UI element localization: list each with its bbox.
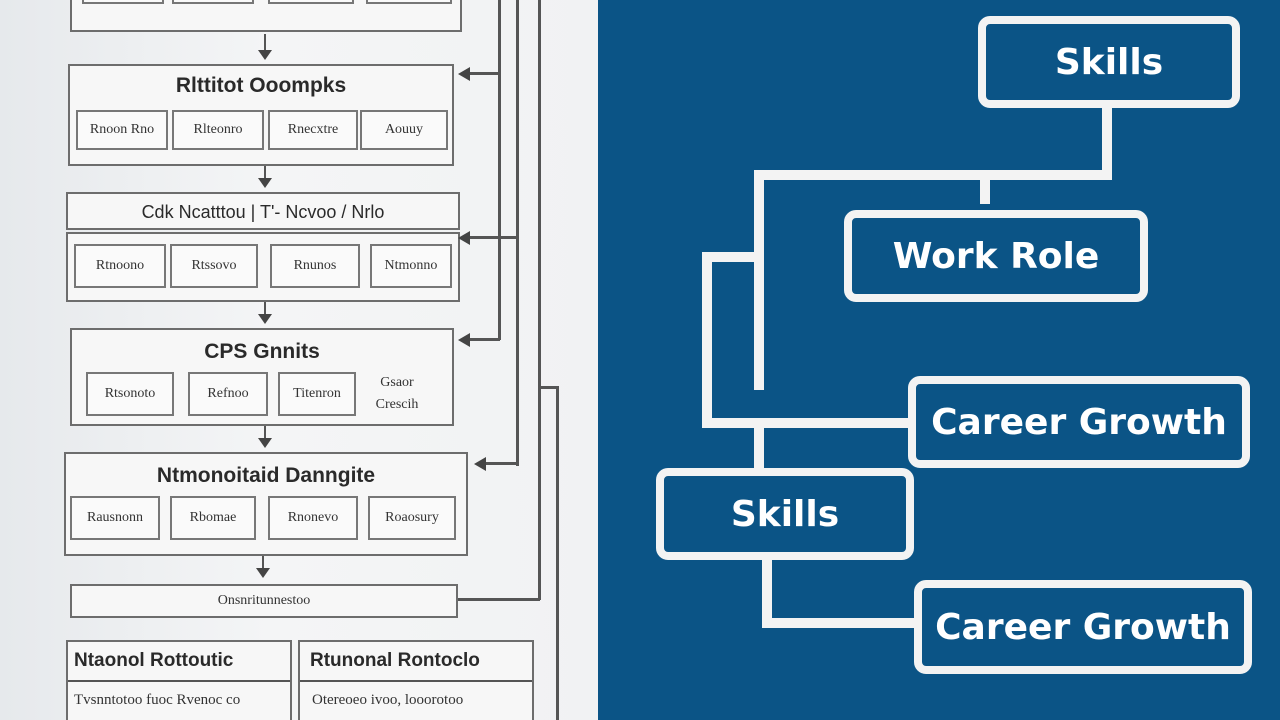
bottom-box-1: Ntaonol Rottoutic Tvsnntotoo fuoc Rvenoc… <box>66 640 292 720</box>
divider <box>68 680 290 682</box>
connector <box>754 424 764 476</box>
divider <box>300 680 532 682</box>
section-4-title: Ntmonoitaid Danngite <box>156 464 376 487</box>
section-3-note: Gsaor Crescih <box>375 375 419 412</box>
section-2-item: Ntmonno <box>370 244 452 288</box>
section-2-item: Rtnoono <box>74 244 166 288</box>
feedback-line <box>538 0 541 600</box>
feedback-line <box>498 0 501 340</box>
section-1-item: Rnecxtre <box>268 110 358 150</box>
section-4-item: Rbomae <box>170 496 256 540</box>
connector <box>702 252 712 428</box>
bottom-box-2-title: Rtunonal Rontoclo <box>310 650 480 671</box>
down-arrow-line <box>264 166 266 178</box>
down-arrow-line <box>264 302 266 314</box>
section-4-box: Ntmonoitaid Danngite Rausnonn Rbomae Rno… <box>64 452 468 556</box>
top-item-1 <box>82 0 164 4</box>
connector <box>754 170 1112 180</box>
connector <box>762 554 772 628</box>
section-4-item: Rausnonn <box>70 496 160 540</box>
left-arrow-icon <box>474 457 486 471</box>
section-2-title: Cdk Ncatttou | T'- Ncvoo / Nrlo <box>141 202 385 222</box>
down-arrow-icon <box>258 438 272 448</box>
top-item-2 <box>172 0 254 4</box>
top-item-4 <box>366 0 452 4</box>
bottom-box-2-text: Otereoeo ivoo, looorotoo <box>312 692 464 708</box>
bottom-box-1-title: Ntaonol Rottoutic <box>74 650 234 671</box>
section-2-item: Rnunos <box>270 244 360 288</box>
feedback-arrow-line <box>470 338 500 341</box>
section-3-title: CPS Gnnits <box>204 340 320 363</box>
section-1-item: Rlteonro <box>172 110 264 150</box>
feedback-arrow-line <box>470 236 518 239</box>
feedback-line <box>516 0 519 466</box>
section-4-item: Roaosury <box>368 496 456 540</box>
section-2-header-box: Cdk Ncatttou | T'- Ncvoo / Nrlo <box>66 192 460 230</box>
connector <box>702 252 758 262</box>
section-2-box: Rtnoono Rtssovo Rnunos Ntmonno <box>66 232 460 302</box>
section-3-item: Titenron <box>278 372 356 416</box>
down-arrow-line <box>262 556 264 568</box>
connector <box>754 170 764 390</box>
feedback-arrow-line <box>470 72 500 75</box>
section-1-title: Rlttitot Ooompks <box>175 74 347 97</box>
section-2-item: Rtssovo <box>170 244 258 288</box>
down-arrow-icon <box>256 568 270 578</box>
left-arrow-icon <box>458 333 470 347</box>
left-arrow-icon <box>458 67 470 81</box>
section-3-item: Rtsonoto <box>86 372 174 416</box>
connector <box>1102 104 1112 178</box>
skills-node-top: Skills <box>978 16 1240 108</box>
footer-box: Onsnritunnestoo <box>70 584 458 618</box>
feedback-arrow-line <box>458 598 540 601</box>
section-3-item: Refnoo <box>188 372 268 416</box>
section-4-item: Rnonevo <box>268 496 358 540</box>
feedback-arrow-line <box>486 462 518 465</box>
footer-label: Onsnritunnestoo <box>217 593 311 608</box>
connector <box>980 178 990 204</box>
section-3-box: CPS Gnnits Rtsonoto Refnoo Titenron Gsao… <box>70 328 454 426</box>
bottom-box-1-text: Tvsnntotoo fuoc Rvenoc co <box>74 692 241 708</box>
feedback-arrow-line <box>540 386 558 389</box>
section-1-item: Rnoon Rno <box>76 110 168 150</box>
down-arrow-icon <box>258 178 272 188</box>
down-arrow-line <box>264 426 266 438</box>
top-item-3 <box>268 0 354 4</box>
section-1-box: Rlttitot Ooompks Rnoon Rno Rlteonro Rnec… <box>68 64 454 166</box>
bottom-box-2: Rtunonal Rontoclo Otereoeo ivoo, looorot… <box>298 640 534 720</box>
work-role-node: Work Role <box>844 210 1148 302</box>
section-1-item: Aouuy <box>360 110 448 150</box>
career-growth-node-2: Career Growth <box>914 580 1252 674</box>
left-arrow-icon <box>458 231 470 245</box>
down-arrow-icon <box>258 50 272 60</box>
down-arrow-icon <box>258 314 272 324</box>
career-growth-node-1: Career Growth <box>908 376 1250 468</box>
left-flowchart-panel: Rlttitot Ooompks Rnoon Rno Rlteonro Rnec… <box>0 0 598 720</box>
skills-node-bottom: Skills <box>656 468 914 560</box>
connector <box>702 418 916 428</box>
feedback-line <box>556 386 559 720</box>
down-arrow-line <box>264 34 266 50</box>
right-diagram-panel: Skills Work Role Career Growth Skills Ca… <box>598 0 1280 720</box>
connector <box>762 618 920 628</box>
top-section-box <box>70 0 462 32</box>
